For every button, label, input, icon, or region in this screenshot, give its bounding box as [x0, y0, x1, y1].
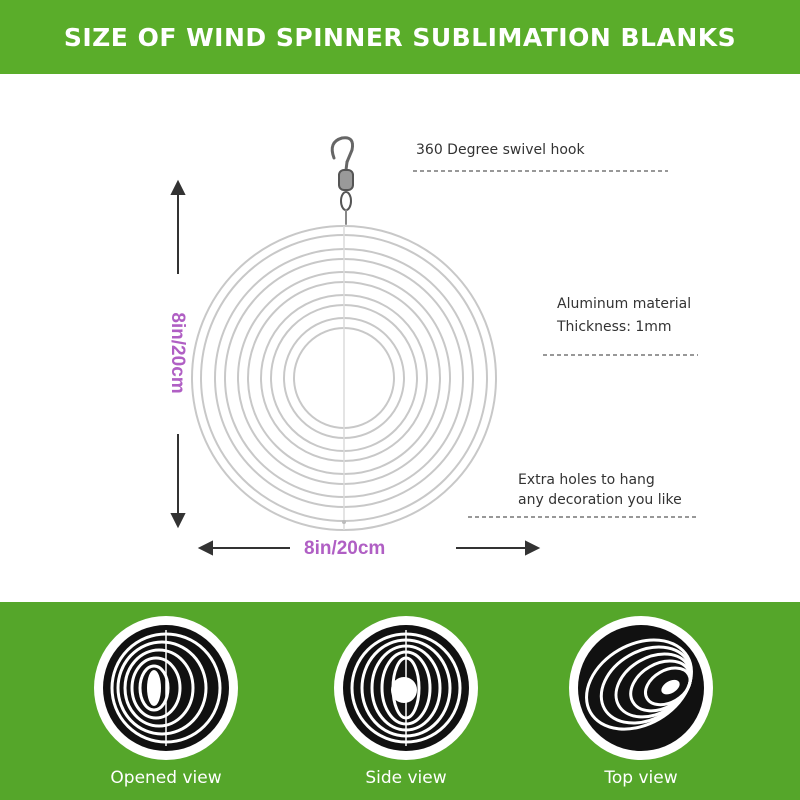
width-dimension-arrow — [197, 540, 541, 556]
wind-spinner-diagram — [170, 136, 698, 556]
width-dimension-label: 8in/20cm — [304, 538, 386, 559]
title-banner: SIZE OF WIND SPINNER SUBLIMATION BLANKS — [0, 0, 800, 74]
holes-callout-line1: Extra holes to hang — [518, 472, 655, 488]
spinner-top-view-icon — [569, 616, 713, 760]
callout-lines — [413, 170, 698, 518]
side-view-label: Side view — [365, 768, 447, 788]
material-callout-line1: Aluminum material — [557, 296, 692, 312]
holes-callout-line2: any decoration you like — [518, 492, 682, 508]
banner-title: SIZE OF WIND SPINNER SUBLIMATION BLANKS — [63, 22, 737, 52]
material-callout: Aluminum material Thickness: 1mm — [557, 294, 691, 337]
side-view: Side view — [331, 614, 481, 800]
spinner-rings — [191, 225, 497, 531]
top-view-label: Top view — [604, 768, 678, 788]
top-view: Top view — [566, 614, 716, 800]
views-band: Opened view Side view — [0, 602, 800, 800]
spinner-opened-view-icon — [94, 616, 238, 760]
product-diagram: 360 Degree swivel hook Aluminum material… — [0, 74, 800, 602]
holes-callout: Extra holes to hang any decoration you l… — [518, 470, 682, 510]
hook-callout-text: 360 Degree swivel hook — [416, 142, 585, 158]
bottom-hang-hole — [342, 520, 346, 524]
swivel-hook-icon — [330, 136, 354, 225]
height-dimension-label: 8in/20cm — [167, 312, 188, 394]
thickness-callout-line2: Thickness: 1mm — [557, 319, 672, 335]
height-dimension-arrow — [170, 179, 186, 529]
hook-callout: 360 Degree swivel hook — [416, 140, 585, 160]
opened-view-label: Opened view — [110, 768, 222, 788]
opened-view: Opened view — [91, 614, 241, 800]
spinner-side-view-icon — [334, 616, 478, 760]
